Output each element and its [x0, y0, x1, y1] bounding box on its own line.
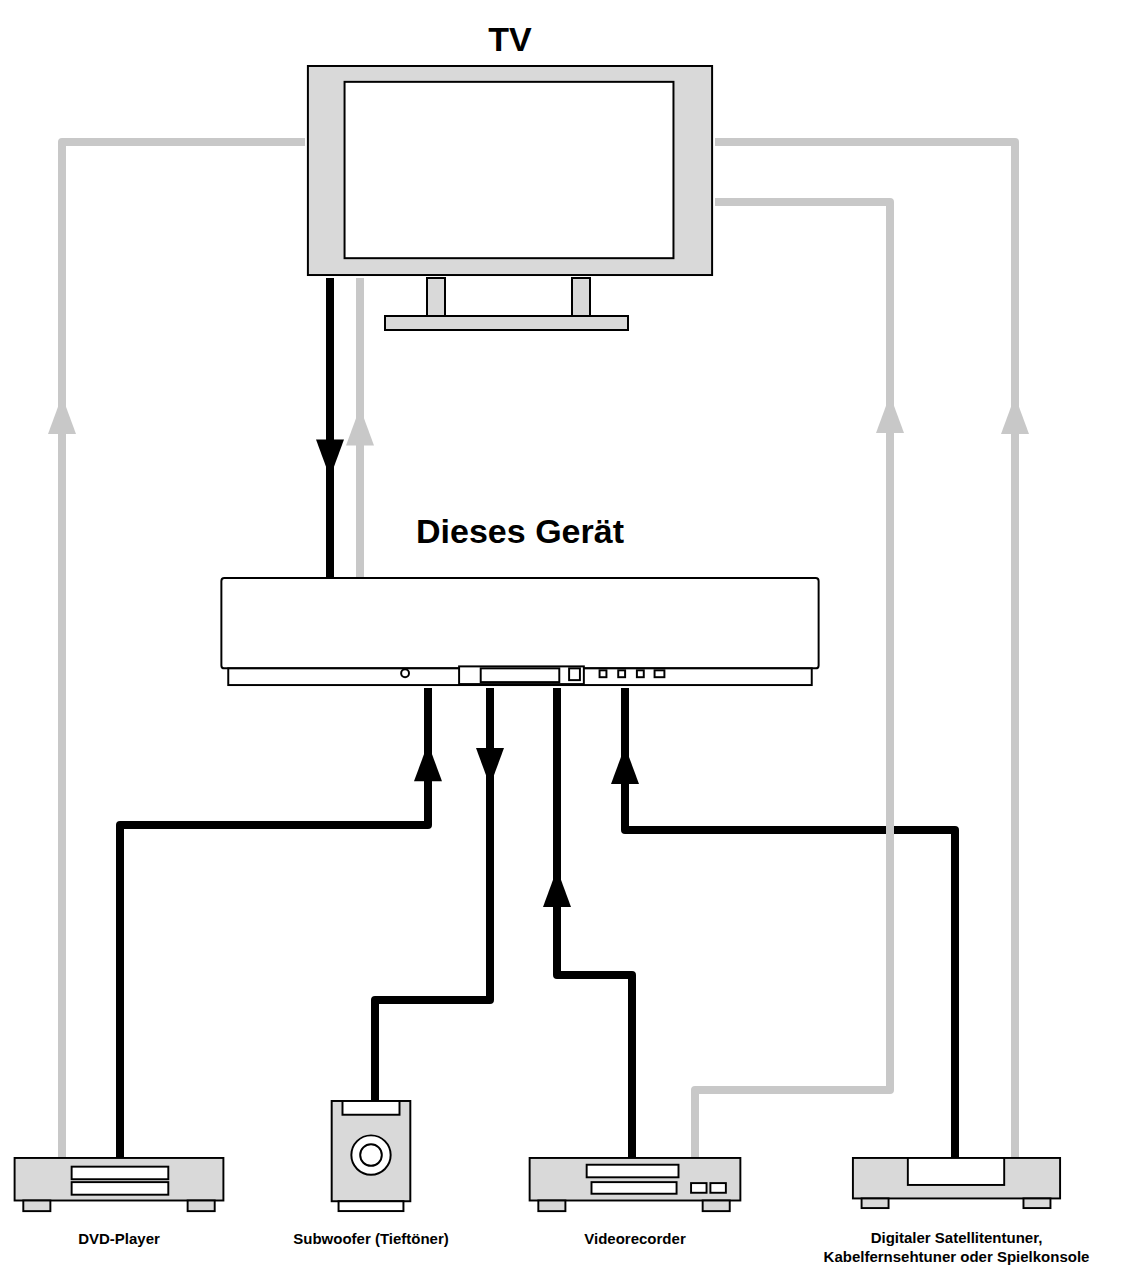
arrow-head — [876, 395, 904, 433]
device-illustration — [10, 1157, 228, 1215]
device-label: Digitaler Satellitentuner, Kabelfernseht… — [812, 1228, 1102, 1266]
arrow-head — [346, 408, 374, 446]
device-foot — [23, 1201, 50, 1212]
device-label: DVD-Player — [78, 1229, 160, 1248]
signal-connector — [120, 688, 442, 1157]
speaker-cone — [351, 1135, 390, 1174]
connector-line — [375, 688, 490, 1100]
connector-line — [326, 278, 334, 577]
device-foot — [188, 1201, 215, 1212]
device-body — [530, 1158, 741, 1201]
speaker-cabinet — [332, 1101, 411, 1201]
disc-tray — [72, 1167, 169, 1180]
device-illustration — [848, 1157, 1065, 1210]
device-foot — [703, 1201, 730, 1212]
receiver-unit: Dieses Gerät — [215, 577, 825, 688]
device-illustration — [525, 1157, 745, 1215]
satellite-tuner: Digitaler Satellitentuner, Kabelfernseht… — [848, 1157, 1065, 1210]
unit-body — [221, 578, 818, 668]
dvd-player: DVD-Player — [10, 1157, 228, 1215]
unit-front — [228, 668, 811, 685]
subwoofer: Subwoofer (Tieftöner) — [330, 1100, 412, 1215]
disc-tray — [72, 1182, 169, 1195]
speaker-top — [342, 1101, 399, 1115]
unit-button — [600, 670, 607, 677]
tuner-panel — [908, 1158, 1004, 1185]
device-label: Subwoofer (Tieftöner) — [293, 1229, 449, 1248]
arrow-head — [476, 748, 504, 786]
arrow-head — [414, 743, 442, 781]
device-button — [691, 1183, 706, 1193]
arrow-head — [611, 746, 639, 784]
signal-connector — [316, 278, 344, 577]
speaker-dust-cap — [360, 1144, 382, 1166]
unit-button — [655, 670, 665, 677]
device-body — [853, 1158, 1060, 1198]
video-recorder: Videorecorder — [525, 1157, 745, 1215]
arrow-head — [316, 439, 344, 477]
unit-display-inner — [481, 668, 560, 682]
arrow-head — [1001, 396, 1029, 434]
device-body — [15, 1158, 224, 1201]
arrow-head — [48, 396, 76, 434]
unit-jack — [401, 669, 409, 677]
arrow-head — [543, 869, 571, 907]
device-label: Videorecorder — [584, 1229, 685, 1248]
tape-panel — [592, 1182, 677, 1194]
stand-base — [385, 316, 628, 330]
connector-line — [120, 688, 428, 1157]
device-illustration — [330, 1100, 412, 1215]
node-heading: Dieses Gerät — [416, 511, 624, 551]
unit-button — [618, 670, 625, 677]
stand-leg — [427, 278, 445, 316]
device-illustration — [215, 577, 825, 688]
tv-frame — [308, 66, 712, 275]
node-heading: TV — [488, 19, 531, 59]
device-foot — [862, 1198, 889, 1208]
tape-slot — [587, 1165, 679, 1178]
unit-button — [637, 670, 644, 677]
device-button — [710, 1183, 725, 1193]
unit-button — [569, 668, 580, 680]
tv-panel — [345, 82, 674, 258]
signal-connector — [375, 688, 504, 1100]
speaker-base — [339, 1201, 404, 1211]
signal-connector — [543, 688, 632, 1157]
device-illustration — [305, 65, 715, 278]
tv-screen: TV — [305, 65, 715, 278]
signal-connector — [346, 278, 374, 577]
device-foot — [538, 1201, 565, 1212]
stand-leg — [572, 278, 590, 316]
device-foot — [1023, 1198, 1050, 1208]
unit-display — [459, 666, 584, 684]
